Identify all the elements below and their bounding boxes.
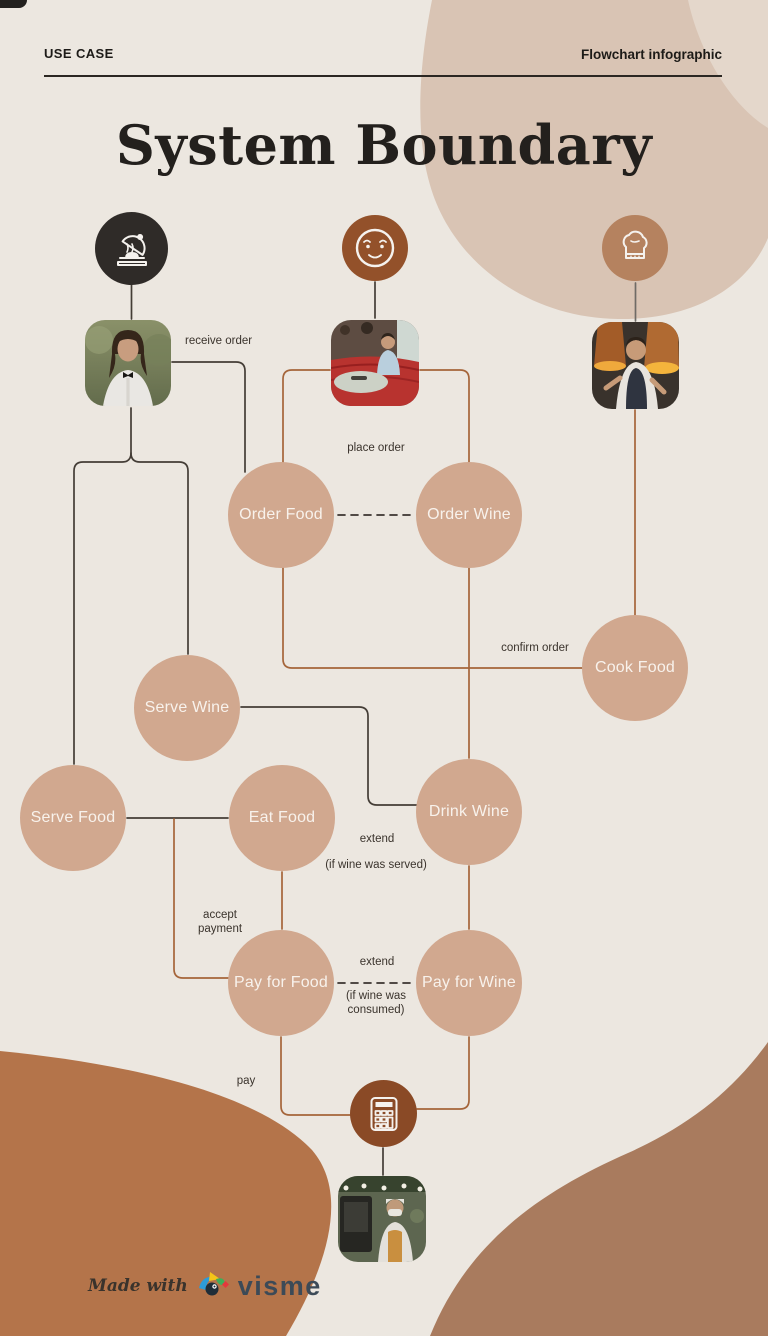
label-confirm-order: confirm order [501, 642, 569, 654]
label-accept-payment: accept payment [197, 909, 243, 935]
chef-badge [602, 215, 668, 281]
calculator-icon [363, 1093, 405, 1135]
cashier-badge [350, 1080, 417, 1147]
node-pay-for-food: Pay for Food [228, 930, 334, 1036]
edge-customer-orderfood [282, 369, 331, 467]
label-extend-pay-condition: (if wine was consumed) [345, 990, 407, 1016]
edge-waitress-split-servewine [130, 452, 189, 655]
label-receive-order: receive order [185, 335, 253, 347]
edge-accept-payment [173, 818, 230, 979]
node-eat-food: Eat Food [229, 765, 335, 871]
customer-photo [331, 320, 419, 406]
cashier-photo [338, 1176, 426, 1262]
made-with-visme[interactable]: Made with visme [88, 1266, 322, 1306]
cloche-icon [110, 227, 154, 271]
node-serve-wine: Serve Wine [134, 655, 240, 761]
chef-photo [592, 322, 679, 409]
chef-hat-icon [614, 227, 656, 269]
corner-decoration [0, 0, 27, 8]
node-order-food: Order Food [228, 462, 334, 568]
page-title: System Boundary [115, 113, 653, 177]
label-place-order: place order [347, 442, 405, 454]
made-with-text: Made with [88, 1276, 188, 1296]
node-drink-wine: Drink Wine [416, 759, 522, 865]
waiter-badge [95, 212, 168, 285]
visme-wordmark: visme [237, 1270, 322, 1301]
header-divider [44, 75, 722, 77]
edge-payfood-calc [280, 1036, 352, 1116]
node-cook-food: Cook Food [582, 615, 688, 721]
blob-top-right-light [688, 0, 768, 128]
edge-receive-order [171, 361, 246, 473]
edge-paywine-calc [416, 1036, 470, 1110]
label-pay: pay [236, 1075, 256, 1087]
node-order-wine: Order Wine [416, 462, 522, 568]
waitress-photo [85, 320, 171, 406]
label-extend-pay: extend [359, 956, 395, 968]
customer-badge [342, 215, 408, 281]
edge-customer-orderwine [419, 369, 470, 467]
header-doc-type: Flowchart infographic [580, 47, 722, 62]
node-serve-food: Serve Food [20, 765, 126, 871]
node-pay-for-wine: Pay for Wine [416, 930, 522, 1036]
label-extend-serve-condition: (if wine was served) [325, 859, 427, 871]
header-category: USE CASE [44, 46, 114, 61]
blob-bottom-right [430, 1042, 768, 1336]
edge-waitress-split-servefood [73, 407, 132, 765]
smiley-icon [352, 225, 398, 271]
label-extend-serve: extend [359, 833, 395, 845]
visme-bird-icon [197, 1270, 229, 1303]
